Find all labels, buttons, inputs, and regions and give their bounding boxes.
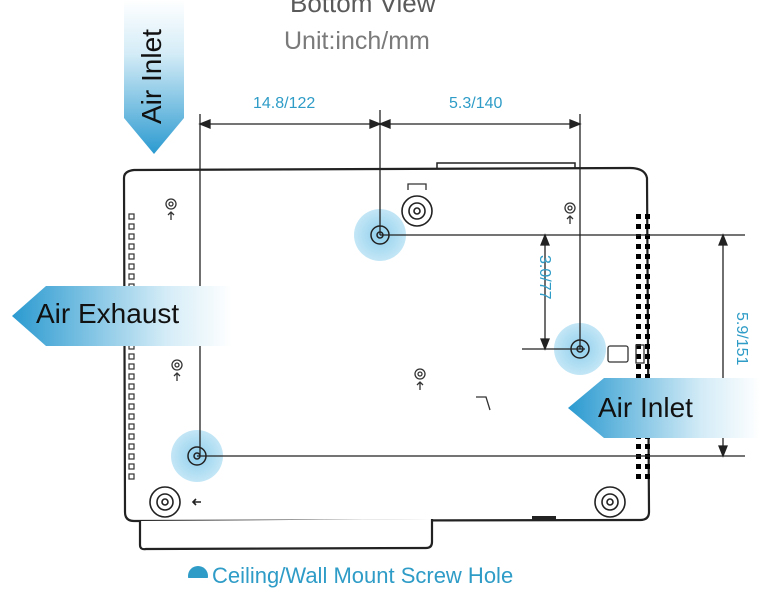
air-exhaust-label: Air Exhaust	[36, 298, 180, 329]
legend-text: Ceiling/Wall Mount Screw Hole	[212, 563, 514, 588]
air-inlet-top-label: Air Inlet	[136, 29, 167, 124]
dimension-lines	[197, 110, 745, 458]
air-exhaust-arrow	[12, 286, 232, 346]
dimension-top-right: 5.3/140	[449, 95, 503, 112]
dimension-top-left: 14.8/122	[253, 95, 316, 112]
legend-dot	[188, 566, 208, 578]
unit-label: Unit:inch/mm	[284, 27, 430, 55]
dimension-vertical-outer: 5.9/151	[733, 312, 750, 366]
adjustable-feet	[149, 195, 626, 518]
air-inlet-top-arrow	[124, 0, 184, 154]
small-screw-holes	[165, 183, 645, 411]
page-title: Bottom View	[290, 0, 436, 18]
dimension-vertical-inner: 3.0/77	[536, 255, 553, 300]
air-inlet-right-arrow	[568, 378, 760, 438]
projector-body	[122, 162, 651, 551]
left-vent	[128, 213, 135, 480]
air-inlet-right-label: Air Inlet	[598, 392, 693, 423]
